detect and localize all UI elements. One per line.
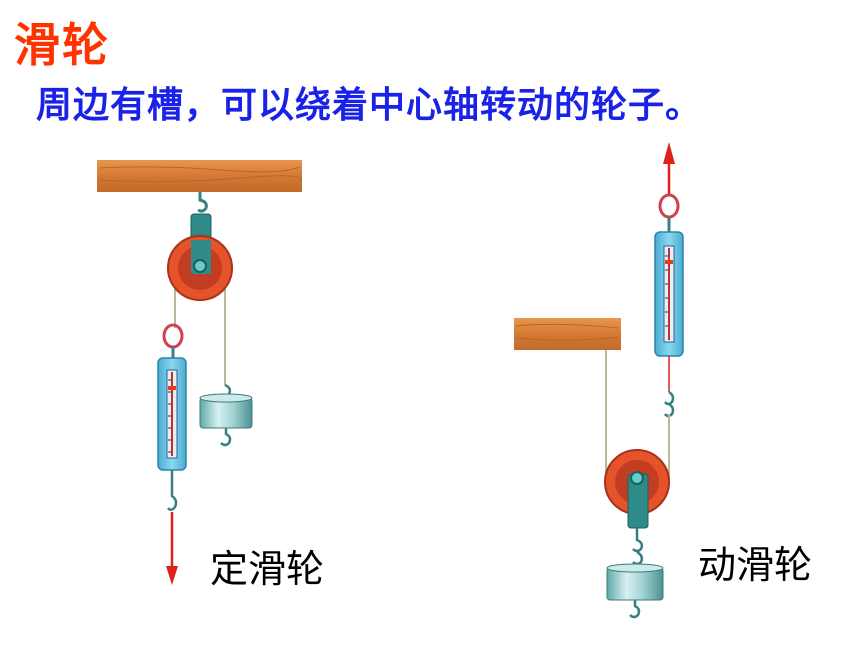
movable-pulley-label: 动滑轮 xyxy=(698,543,813,587)
pull-arrow-up-icon xyxy=(663,142,675,164)
scale-ring xyxy=(658,193,680,219)
pull-arrow-down-icon xyxy=(166,566,178,585)
spring-scale-movable xyxy=(654,231,684,357)
weight-movable xyxy=(606,563,664,601)
spring-scale-fixed xyxy=(157,357,187,471)
weight-fixed xyxy=(199,393,253,429)
scale-ring xyxy=(162,323,184,349)
fixed-pulley-setup xyxy=(97,160,302,585)
ceiling-hook xyxy=(197,192,208,213)
definition-text: 周边有槽，可以绕着中心轴转动的轮子。 xyxy=(36,85,703,126)
fixed-pulley-label: 定滑轮 xyxy=(210,547,325,591)
support-beam xyxy=(514,318,621,350)
movable-pulley-setup xyxy=(514,142,684,619)
page-title: 滑轮 xyxy=(14,18,110,72)
